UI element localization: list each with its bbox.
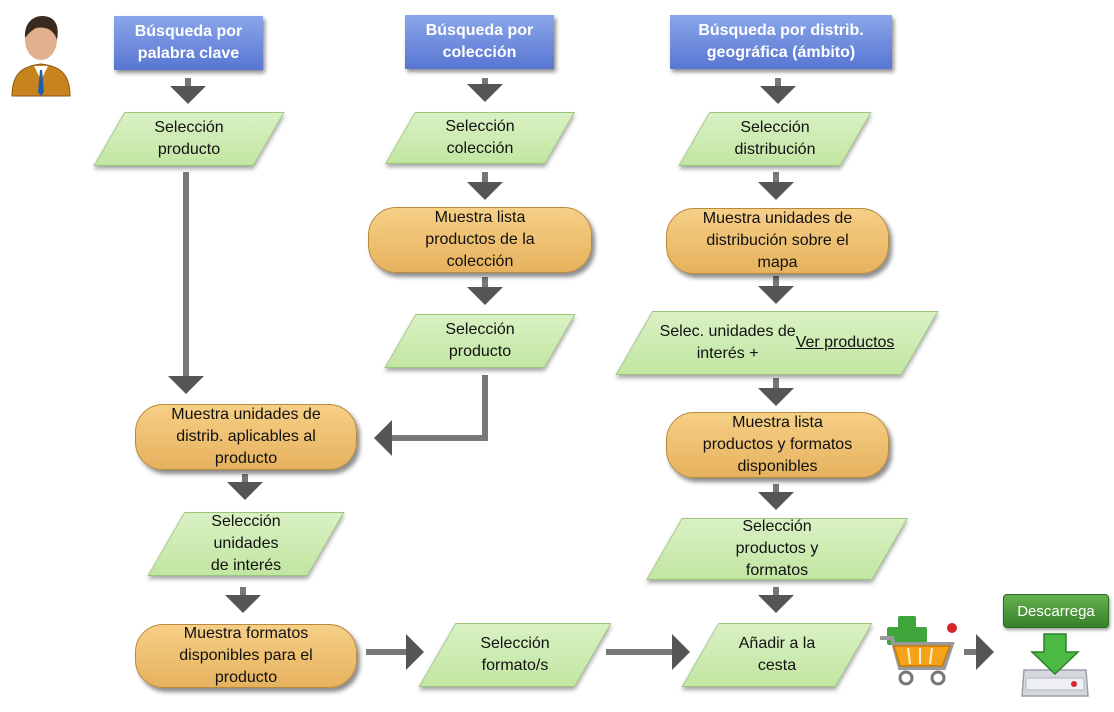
header-keyword-search: Búsqueda por palabra clave — [114, 16, 263, 70]
step-select-units-of-interest: Selección unidades de interés — [166, 512, 326, 576]
download-button[interactable]: Descarrega — [1003, 594, 1109, 628]
step-select-collection: Selección colección — [400, 112, 560, 164]
step-show-units-on-map: Muestra unidades de distribución sobre e… — [666, 208, 889, 274]
user-icon — [11, 16, 71, 97]
shopping-cart-add-icon[interactable] — [878, 608, 962, 688]
header-collection-search: Búsqueda por colección — [405, 15, 554, 69]
step-select-product-collection: Selección producto — [400, 314, 560, 368]
step-show-products-and-formats: Muestra lista productos y formatos dispo… — [666, 412, 889, 478]
step-select-products-and-formats: Selección productos y formatos — [664, 518, 890, 580]
step-select-distribution: Selección distribución — [694, 112, 856, 166]
step-show-available-formats: Muestra formatos disponibles para el pro… — [135, 624, 357, 688]
header-geographic-search: Búsqueda por distrib. geográfica (ámbito… — [670, 15, 892, 69]
select-units-label: Selec. unidades de interés + — [659, 323, 796, 362]
step-show-applicable-units: Muestra unidades de distrib. aplicables … — [135, 404, 357, 470]
step-show-collection-products: Muestra lista productos de la colección — [368, 207, 592, 273]
step-select-formats: Selección formato/s — [437, 623, 593, 687]
ver-productos-link[interactable]: Ver productos — [795, 334, 895, 351]
step-select-product-keyword: Selección producto — [109, 112, 269, 166]
step-add-to-cart: Añadir a la cesta — [700, 623, 854, 687]
step-select-units-view-products: Selec. unidades de interés + Ver product… — [634, 311, 920, 375]
download-drive-icon[interactable] — [1018, 630, 1092, 702]
